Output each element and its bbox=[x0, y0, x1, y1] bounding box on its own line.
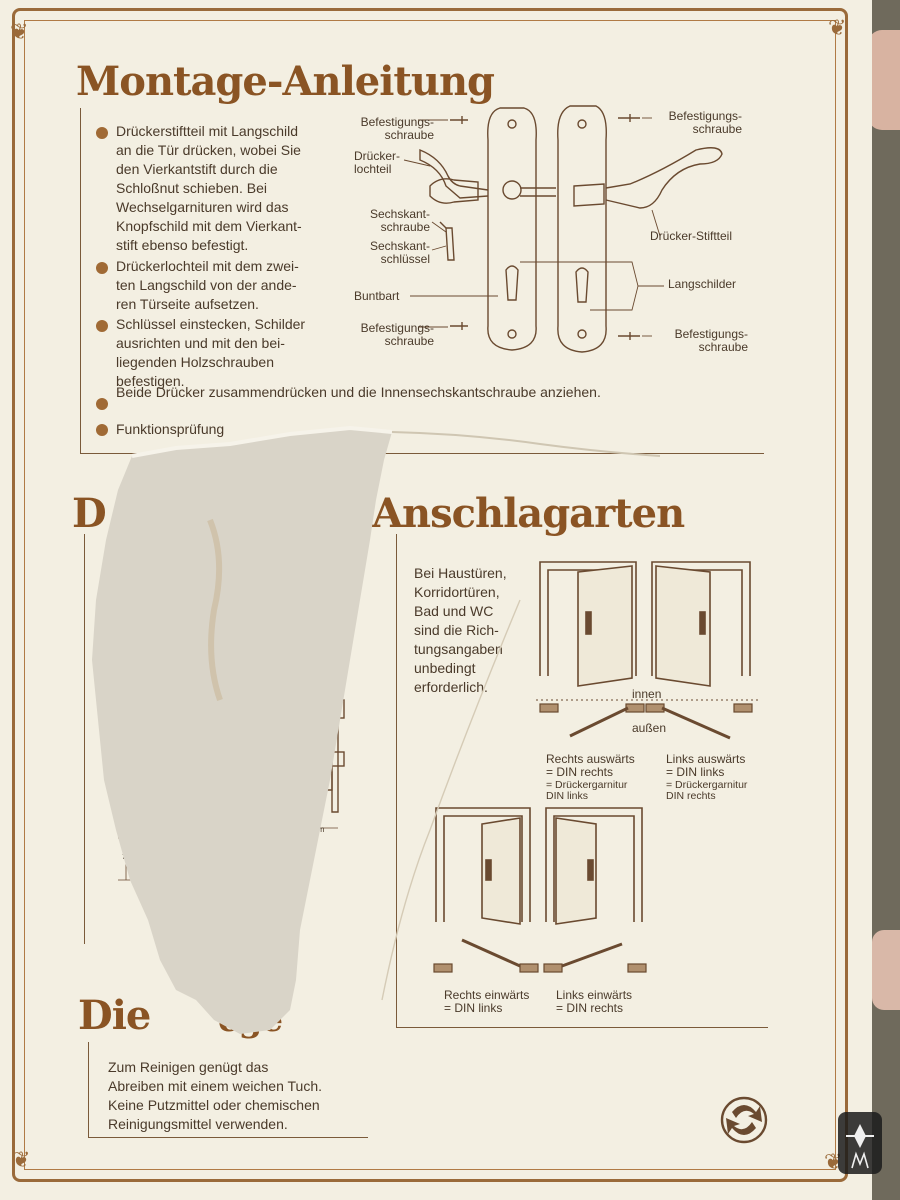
anschlag-title: Anschlagarten bbox=[372, 490, 685, 537]
corner-ornament-icon: ❦ bbox=[12, 1148, 31, 1173]
montage-box bbox=[80, 108, 764, 454]
inner-frame bbox=[24, 20, 836, 1170]
anschlag-box bbox=[396, 534, 768, 1028]
bullet bbox=[96, 320, 108, 332]
label-befestigungsschraube: Befestigungs- schraube bbox=[668, 109, 742, 136]
outer-frame bbox=[12, 8, 848, 1182]
label-links-auswaerts-note: = Drückergarnitur DIN rechts bbox=[666, 779, 748, 802]
montage-step-3: Schlüssel einstecken, Schilder ausrichte… bbox=[116, 316, 306, 389]
label-sechskantschluessel: Sechskant- schlüssel bbox=[369, 239, 430, 266]
pflege-box bbox=[88, 1042, 368, 1138]
label-innen: innen bbox=[632, 687, 662, 701]
label-rechts-einwaerts: Rechts einwärts = DIN links bbox=[444, 988, 530, 1015]
corner-ornament-icon: ❦ bbox=[10, 20, 29, 45]
label-druecker-stiftteil: Drücker-Stiftteil bbox=[650, 229, 733, 243]
label-rechts-auswaerts: Rechts auswärts = DIN rechts bbox=[546, 752, 635, 779]
montage-title: Montage-Anleitung bbox=[76, 58, 495, 105]
tablecloth-pattern bbox=[872, 930, 900, 1010]
label-befestigungsschraube: Befestigungs- schraube bbox=[360, 115, 434, 142]
bullet bbox=[96, 127, 108, 139]
corner-ornament-icon: ❦ bbox=[828, 16, 847, 41]
label-langschilder: Langschilder bbox=[668, 277, 737, 291]
bullet bbox=[96, 398, 108, 410]
tablecloth-pattern bbox=[868, 30, 900, 130]
label-buntbart: Buntbart bbox=[354, 289, 400, 303]
montage-step-1: Drückerstiftteil mit Langschild an die T… bbox=[116, 123, 302, 253]
bullet bbox=[96, 424, 108, 436]
label-befestigungsschraube: Befestigungs- schraube bbox=[360, 321, 434, 348]
label-sechskantschraube: Sechskant- schraube bbox=[369, 207, 430, 234]
montage-step-5: Funktionsprüfung bbox=[116, 421, 225, 437]
label-rechts-auswaerts-note: = Drückergarnitur DIN links bbox=[546, 779, 628, 802]
bullet bbox=[96, 262, 108, 274]
montage-step-4: Beide Drücker zusammendrücken und die In… bbox=[116, 384, 601, 400]
label-links-einwaerts: Links einwärts = DIN rechts bbox=[556, 988, 633, 1015]
corner-ornament-icon: ❦ bbox=[824, 1150, 843, 1175]
montage-step-2: Drückerlochteil mit dem zwei- ten Langsc… bbox=[116, 258, 299, 312]
label-aussen: außen bbox=[632, 721, 667, 735]
label-druecker-lochteil: Drücker- lochteil bbox=[354, 149, 401, 176]
label-befestigungsschraube: Befestigungs- schraube bbox=[674, 327, 748, 354]
partial-section-title: D bbox=[72, 490, 107, 537]
pflege-text: Zum Reinigen genügt das Abreiben mit ein… bbox=[108, 1059, 322, 1132]
partial-section-box bbox=[84, 534, 384, 944]
label-links-auswaerts: Links auswärts = DIN links bbox=[666, 752, 746, 779]
pflege-title-left: Die bbox=[78, 992, 151, 1039]
anschlag-intro: Bei Haustüren, Korridortüren, Bad und WC… bbox=[414, 565, 507, 695]
